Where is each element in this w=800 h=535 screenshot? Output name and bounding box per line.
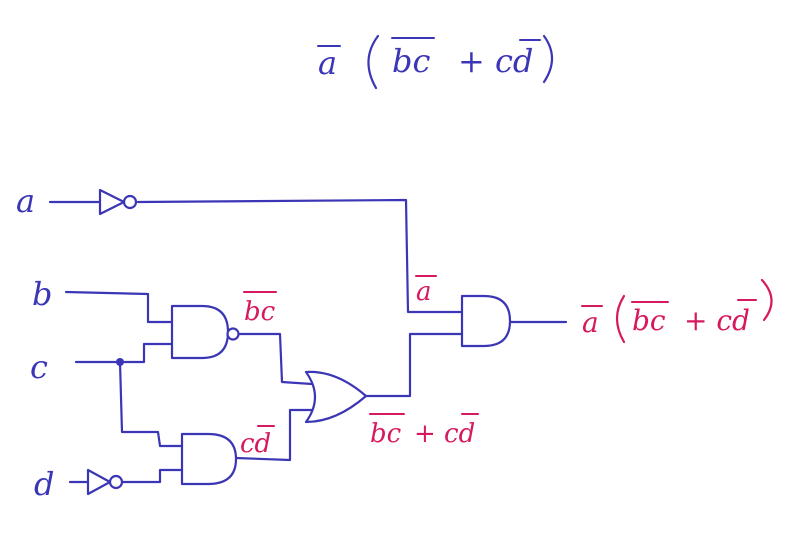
right-paren [542, 34, 554, 84]
wire-not-a [136, 198, 464, 314]
and-gate-cd [180, 432, 238, 486]
junction-dot [116, 358, 124, 366]
left-paren [367, 34, 380, 90]
nand-gate-bc [170, 304, 240, 360]
input-b-label: b [32, 275, 52, 313]
or-gate [304, 370, 368, 424]
final-left-paren [615, 294, 626, 344]
wire-not-d [120, 468, 184, 484]
input-c-label: c [30, 348, 48, 386]
wire-and-cd-out [234, 408, 320, 462]
final-bc: bc [632, 304, 666, 337]
wire-nand-out [238, 332, 314, 386]
final-not-a: a [582, 306, 599, 339]
equation-not-a: a [318, 44, 337, 82]
not-gate-d [86, 468, 124, 496]
or-out-label-bc: bc [370, 419, 402, 449]
wire-c-and [118, 360, 184, 448]
final-output-expression: a bc + cd [581, 278, 773, 344]
wire-or-out [364, 332, 464, 398]
and-gate-final [460, 294, 512, 348]
or-out-label-cd: + cd [414, 419, 475, 449]
equation-plus-cd: + cd [458, 42, 533, 80]
input-a-label: a [16, 182, 35, 220]
wire-b [64, 290, 174, 324]
wire-c-nand [118, 342, 174, 364]
final-cd: + cd [684, 304, 750, 337]
final-right-paren [760, 278, 773, 322]
nand-out-label: bc [244, 297, 276, 327]
top-equation: a bc + cd [317, 34, 554, 90]
not-a-label: a [416, 277, 432, 307]
wires [48, 198, 568, 484]
and-cd-out-label: cd [240, 429, 271, 459]
equation-bc: bc [392, 42, 430, 80]
input-d-label: d [34, 465, 54, 503]
not-gate-a [98, 188, 138, 216]
